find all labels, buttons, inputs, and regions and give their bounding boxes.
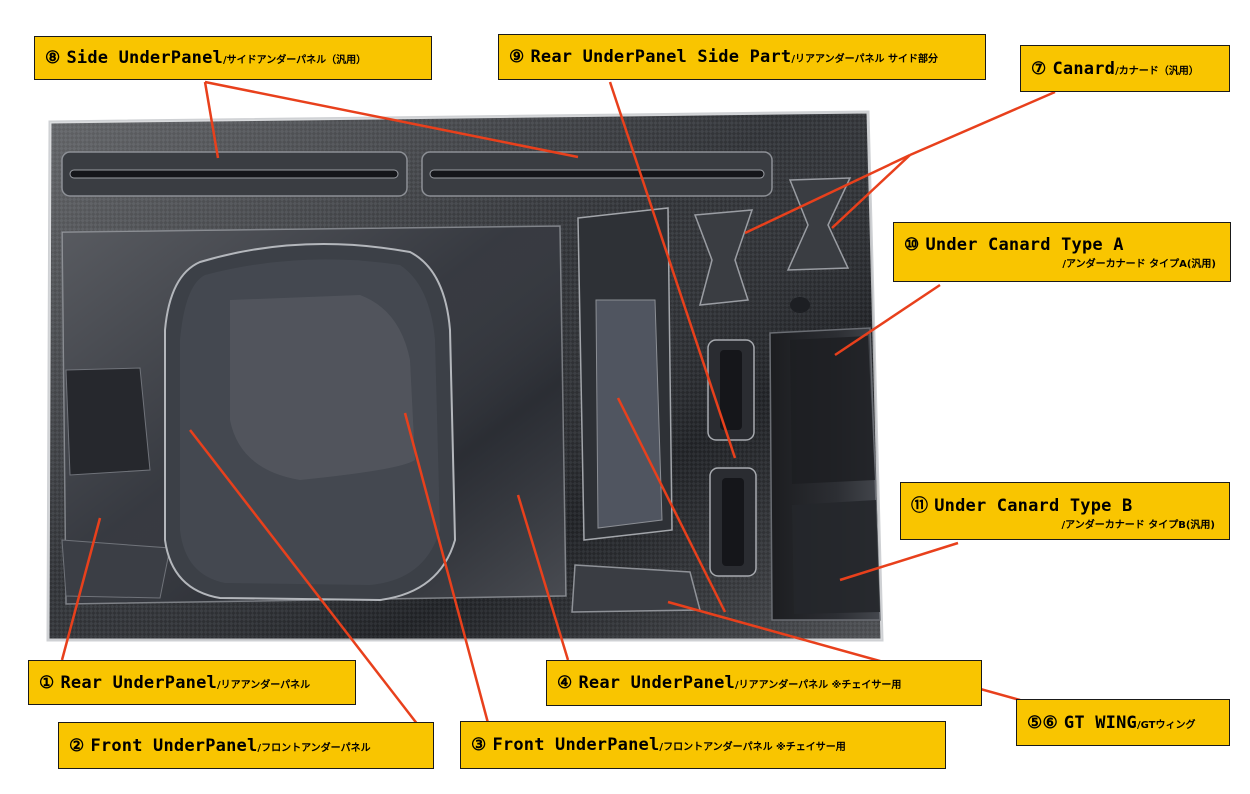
label-rear-underpanel-1: ① Rear UnderPanel /リアアンダーパネル: [28, 660, 356, 705]
label-canard: ⑦ Canard /カナード（汎用）: [1020, 45, 1230, 92]
label-japanese: /カナード（汎用）: [1115, 65, 1199, 77]
label-japanese: /アンダーカナード タイプB(汎用): [1061, 520, 1216, 531]
label-number: ⑩: [904, 234, 920, 255]
label-japanese: /フロントアンダーパネル: [257, 742, 371, 754]
label-rear-underpanel-4: ④ Rear UnderPanel /リアアンダーパネル ※チェイサー用: [546, 660, 982, 706]
label-side-underpanel: ⑧ Side UnderPanel /サイドアンダーパネル（汎用）: [34, 36, 432, 80]
label-number: ⑨: [509, 47, 525, 67]
label-english: Rear UnderPanel Side Part: [530, 47, 792, 67]
label-number: ⑪: [911, 496, 929, 516]
label-number: ①: [39, 672, 55, 693]
label-number: ⑧: [45, 48, 61, 68]
label-japanese: /サイドアンダーパネル（汎用）: [222, 55, 367, 66]
label-japanese: /フロントアンダーパネル ※チェイサー用: [659, 742, 846, 753]
label-english: Front UnderPanel: [90, 735, 258, 756]
label-english: Front UnderPanel: [492, 735, 660, 755]
label-number: ③: [471, 735, 487, 755]
label-number: ②: [69, 735, 85, 756]
canard-parts: [693, 177, 852, 313]
label-japanese: /リアアンダーパネル ※チェイサー用: [734, 680, 902, 691]
label-japanese: /GTウィング: [1136, 719, 1196, 731]
side-underpanel-parts: [61, 151, 773, 197]
label-english: Side UnderPanel: [66, 48, 223, 68]
label-japanese: /リアアンダーパネル: [216, 679, 311, 691]
label-english: Under Canard Type B: [934, 496, 1133, 516]
label-front-underpanel-3: ③ Front UnderPanel /フロントアンダーパネル ※チェイサー用: [460, 721, 946, 769]
label-english: GT WING: [1063, 712, 1137, 733]
front-underpanel-part: [164, 243, 457, 602]
label-english: Canard: [1052, 58, 1116, 79]
under-canard-parts: [769, 327, 881, 621]
label-under-canard-type-a: ⑩ Under Canard Type A /アンダーカナード タイプA(汎用): [893, 222, 1231, 282]
label-under-canard-type-b: ⑪ Under Canard Type B /アンダーカナード タイプB(汎用): [900, 482, 1230, 540]
label-number: ⑦: [1031, 58, 1047, 79]
label-gt-wing: ⑤⑥ GT WING /GTウィング: [1016, 699, 1230, 746]
label-english: Rear UnderPanel: [578, 673, 735, 693]
label-number: ⑤⑥: [1027, 712, 1058, 733]
label-japanese: /リアアンダーパネル サイド部分: [791, 54, 938, 65]
label-english: Rear UnderPanel: [60, 672, 217, 693]
label-front-underpanel-2: ② Front UnderPanel /フロントアンダーパネル: [58, 722, 434, 769]
label-rear-underpanel-side-part: ⑨ Rear UnderPanel Side Part /リアアンダーパネル サ…: [498, 34, 986, 80]
label-number: ④: [557, 673, 573, 693]
label-english: Under Canard Type A: [925, 234, 1124, 255]
leader-lines: [60, 80, 1056, 726]
label-japanese: /アンダーカナード タイプA(汎用): [1062, 258, 1216, 270]
